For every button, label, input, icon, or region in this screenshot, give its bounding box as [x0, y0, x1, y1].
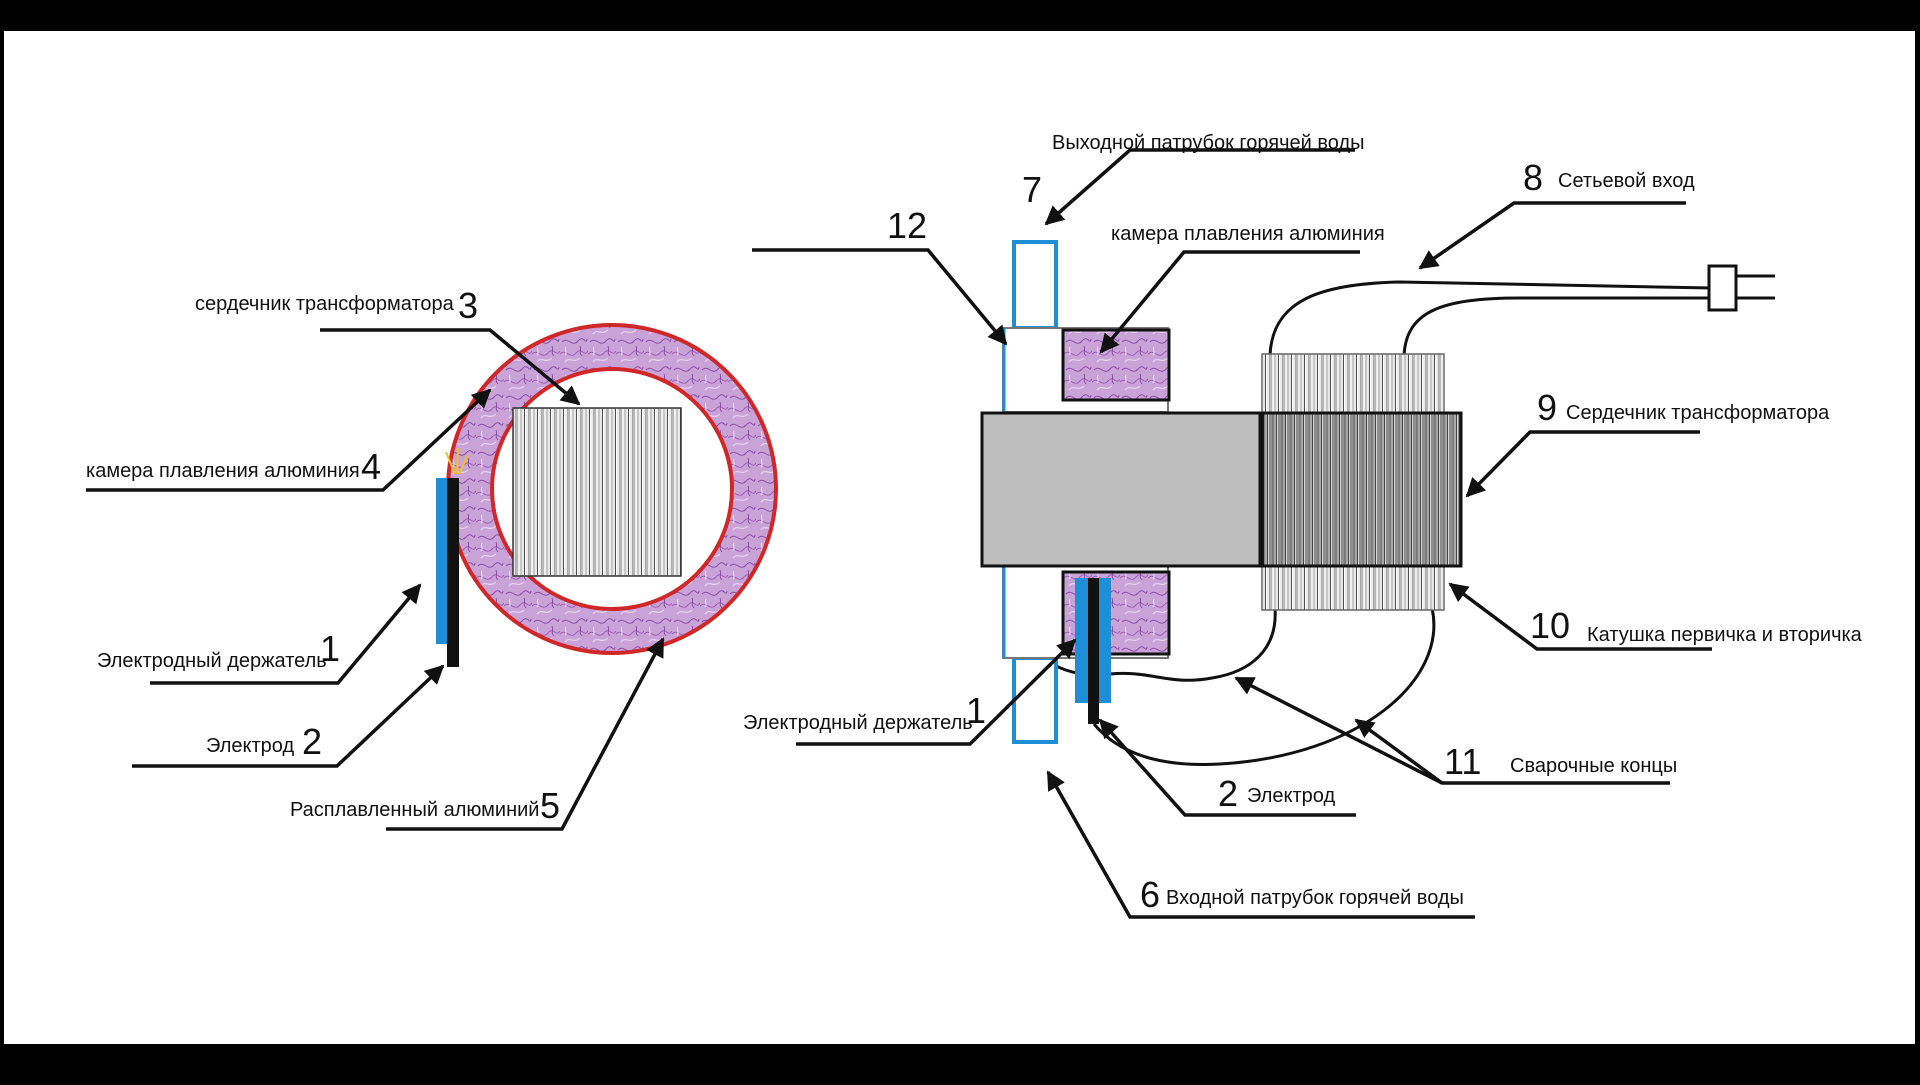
core-bar — [980, 411, 1262, 568]
right-electrode-label: Электрод — [1247, 785, 1335, 807]
right-leader-chamber — [1099, 250, 1360, 354]
outlet-label: Выходной патрубок горячей воды — [1052, 132, 1365, 154]
outlet-pipe — [1012, 240, 1058, 330]
label-number-12: 12 — [887, 205, 927, 246]
right-electrode-number: 2 — [1218, 773, 1238, 814]
right-leader-core — [1465, 430, 1700, 498]
left-transformer-core — [512, 407, 682, 577]
canvas — [4, 31, 1915, 1044]
mains-plug — [1707, 264, 1738, 312]
right-core-number: 9 — [1537, 387, 1557, 428]
mains-wire-upper — [1268, 280, 1713, 357]
left-leader-molten — [386, 637, 665, 831]
welding-label: Сварочные концы — [1510, 755, 1677, 777]
right-leader-electrode — [1098, 718, 1356, 817]
right-view: Выходной патрубок горячей воды 7 12 каме… — [743, 132, 1863, 919]
left-holder-number: 1 — [320, 628, 340, 669]
left-holder-label: Электродный держатель — [97, 650, 327, 672]
right-leader-holder — [796, 638, 1077, 746]
left-leader-electrode — [132, 664, 445, 768]
right-leader-inlet — [1046, 770, 1475, 919]
right-holder-label: Электродный держатель — [743, 712, 973, 734]
coil-number: 10 — [1530, 605, 1570, 646]
right-leader-12 — [752, 248, 1008, 346]
coil-label: Катушка первичка и вторичка — [1587, 624, 1863, 646]
left-chamber-label: камера плавления алюминия — [86, 460, 360, 482]
right-leader-welding-b — [1354, 718, 1444, 785]
left-leader-holder — [150, 583, 422, 685]
left-molten-number: 5 — [540, 785, 560, 826]
right-core-label: Сердечник трансформатора — [1566, 402, 1830, 424]
left-core-label: сердечник трансформатора — [195, 293, 455, 315]
core-bar-laminated — [1260, 411, 1463, 568]
right-holder-number: 1 — [966, 690, 986, 731]
left-leader-chamber — [86, 388, 492, 492]
right-chamber-label: камера плавления алюминия — [1111, 223, 1385, 245]
mains-wire-lower — [1402, 296, 1712, 357]
inlet-number: 6 — [1140, 874, 1160, 915]
right-leader-coil — [1448, 582, 1712, 651]
right-leader-mains — [1418, 201, 1686, 270]
left-molten-label: Расплавленный алюминий — [290, 799, 539, 821]
left-core-number: 3 — [458, 285, 478, 326]
left-arc-spark — [445, 447, 469, 475]
right-electrode — [1088, 578, 1099, 724]
inlet-label: Входной патрубок горячей воды — [1166, 887, 1464, 909]
welding-number: 11 — [1444, 741, 1481, 782]
left-melting-chamber-ring — [448, 325, 776, 653]
left-chamber-number: 4 — [361, 446, 381, 487]
outlet-number: 7 — [1022, 169, 1042, 210]
mains-label: Сетьевой вход — [1558, 170, 1695, 192]
left-electrode-number: 2 — [302, 721, 322, 762]
left-electrode-label: Электрод — [206, 735, 294, 757]
left-ring-inner-edge — [490, 367, 734, 611]
inlet-pipe — [1012, 656, 1058, 744]
left-view: сердечник трансформатора 3 камера плавле… — [86, 285, 778, 831]
left-electrode — [447, 478, 459, 667]
right-leader-outlet — [1044, 148, 1355, 226]
right-melting-chamber-top — [1061, 328, 1171, 402]
left-leader-core — [320, 328, 581, 406]
mains-number: 8 — [1523, 157, 1543, 198]
